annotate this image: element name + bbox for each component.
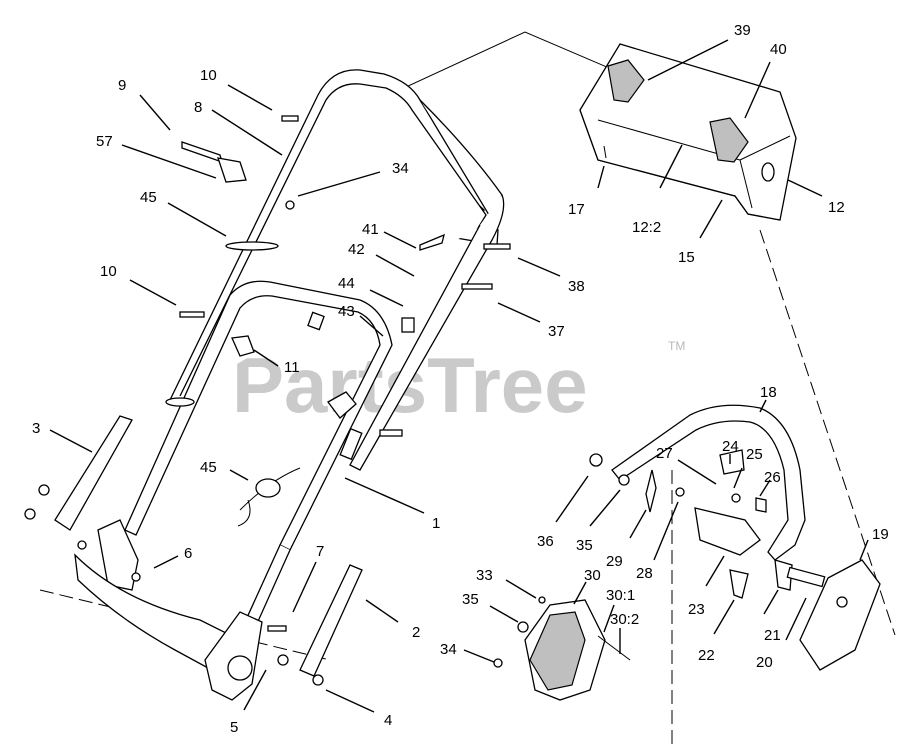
callout-label: 38 — [568, 278, 585, 295]
callout-label: 26 — [764, 469, 781, 486]
callout-label: 21 — [764, 627, 781, 644]
bail-assembly — [589, 404, 826, 599]
callout-label: 18 — [760, 384, 777, 401]
cable-grip — [237, 467, 301, 527]
callout-label: 3 — [32, 420, 40, 437]
callout-label: 42 — [348, 241, 365, 258]
callout-label: 44 — [338, 275, 355, 292]
callout-label: 30:1 — [606, 587, 635, 604]
callout-label: 20 — [756, 654, 773, 671]
fasteners — [165, 115, 511, 632]
callout-label: 37 — [548, 323, 565, 340]
control-box — [579, 43, 797, 221]
callout-label: 12 — [828, 199, 845, 216]
callout-label: 45 — [140, 189, 157, 206]
callout-label: 30 — [584, 567, 601, 584]
callouts: 9 10 8 57 34 45 41 42 38 10 44 43 — [32, 22, 889, 736]
callout-label: 35 — [576, 537, 593, 554]
callout-label: 11 — [284, 359, 300, 376]
callout-label: 43 — [338, 303, 355, 320]
callout-label: 6 — [184, 545, 192, 562]
callout-label: 25 — [746, 446, 763, 463]
callout-label: 36 — [537, 533, 554, 550]
watermark-trademark: TM — [668, 339, 685, 353]
callout-label: 10 — [200, 67, 217, 84]
callout-label: 10 — [100, 263, 117, 280]
callout-label: 23 — [688, 601, 705, 618]
callout-label: 34 — [392, 160, 409, 177]
callout-label: 30:2 — [610, 611, 639, 628]
callout-label: 5 — [230, 719, 238, 736]
side-guard — [799, 559, 881, 671]
callout-label: 4 — [384, 712, 392, 729]
right-bracket — [204, 564, 363, 701]
callout-label: 2 — [412, 624, 420, 641]
callout-label: 29 — [606, 553, 623, 570]
callout-label: 22 — [698, 647, 715, 664]
callout-label: 45 — [200, 459, 217, 476]
callout-label: 9 — [118, 77, 126, 94]
upper-handle — [169, 69, 505, 471]
callout-label: 15 — [678, 249, 695, 266]
callout-label: 1 — [432, 515, 440, 532]
callout-label: 39 — [734, 22, 751, 39]
callout-label: 8 — [194, 99, 202, 116]
callout-label: 17 — [568, 201, 585, 218]
callout-label: 24 — [722, 438, 739, 455]
callout-label: 7 — [316, 543, 324, 560]
callout-label: 33 — [476, 567, 493, 584]
callout-label: 41 — [362, 221, 379, 238]
callout-label: 34 — [440, 641, 457, 658]
pulley-cover — [493, 596, 631, 701]
callout-label: 28 — [636, 565, 653, 582]
left-brackets — [24, 415, 251, 681]
callout-label: 12:2 — [632, 219, 661, 236]
callout-label: 40 — [770, 41, 787, 58]
callout-label: 27 — [656, 445, 673, 462]
callout-label: 35 — [462, 591, 479, 608]
callout-label: 57 — [96, 133, 113, 150]
callout-label: 19 — [872, 526, 889, 543]
